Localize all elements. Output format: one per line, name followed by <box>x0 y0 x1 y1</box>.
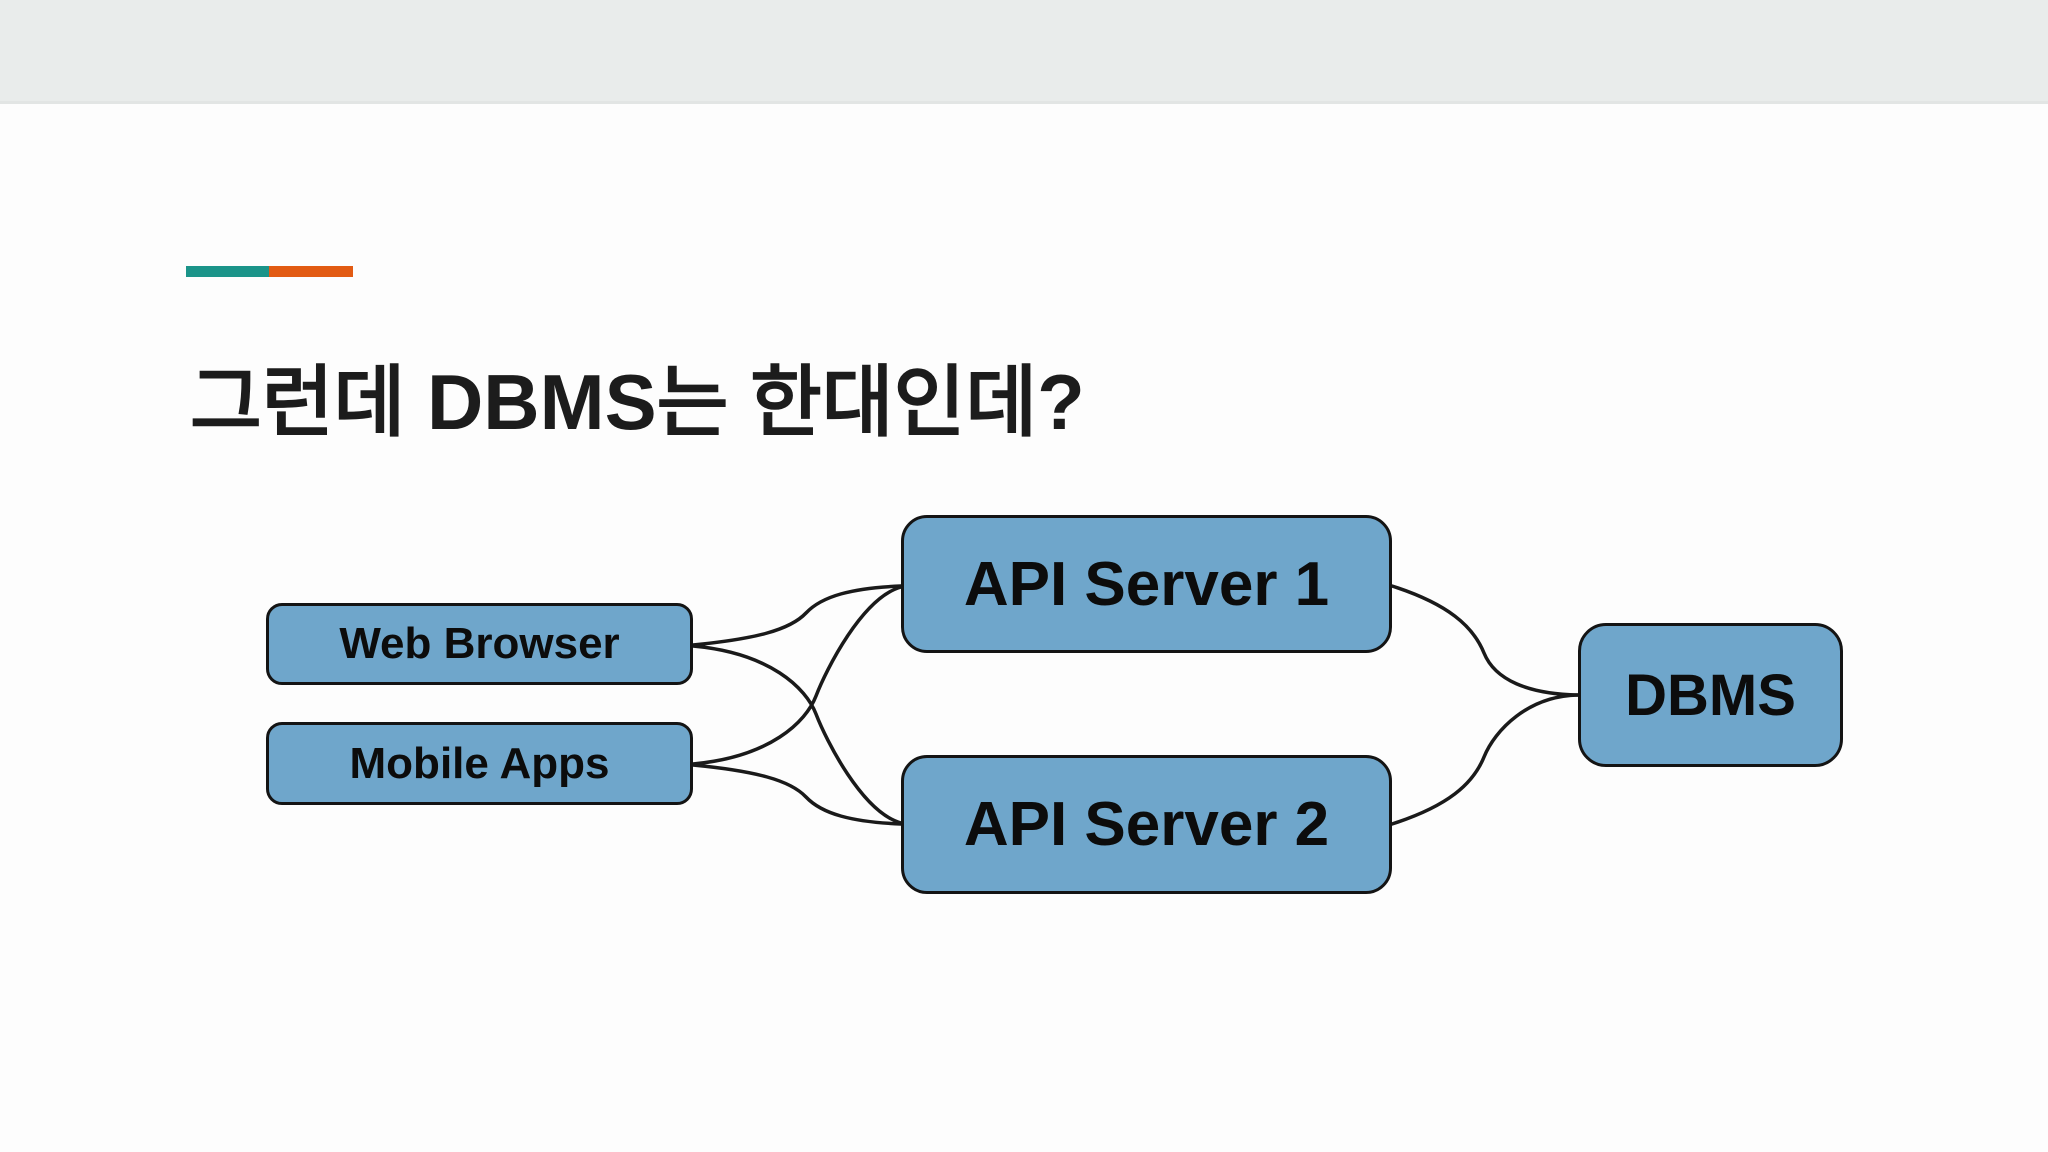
edge-api-server-1-to-dbms <box>1390 584 1580 697</box>
edge-mobile-apps-to-api-server-1 <box>691 585 903 766</box>
node-api-server-2-label: API Server 2 <box>963 790 1330 859</box>
node-mobile-apps-label: Mobile Apps <box>349 738 610 788</box>
edge-web-browser-to-api-server-2 <box>691 644 903 825</box>
edge-mobile-apps-to-api-server-2 <box>691 763 903 826</box>
edge-web-browser-to-api-server-1 <box>691 584 903 647</box>
node-api-server-2: API Server 2 <box>901 755 1392 894</box>
accent-bar-teal-segment <box>186 266 269 277</box>
accent-bar-orange-segment <box>269 266 353 277</box>
node-web-browser: Web Browser <box>266 603 693 685</box>
top-gray-band <box>0 0 2048 104</box>
node-dbms-label: DBMS <box>1625 662 1796 728</box>
node-mobile-apps: Mobile Apps <box>266 722 693 805</box>
page-title: 그런데 DBMS는 한대인데? <box>190 358 1085 447</box>
node-web-browser-label: Web Browser <box>339 619 620 668</box>
node-api-server-1-label: API Server 1 <box>963 549 1330 619</box>
edge-api-server-2-to-dbms <box>1390 693 1580 826</box>
title-accent-bar <box>186 266 353 277</box>
node-api-server-1: API Server 1 <box>901 515 1392 653</box>
node-dbms: DBMS <box>1578 623 1843 767</box>
